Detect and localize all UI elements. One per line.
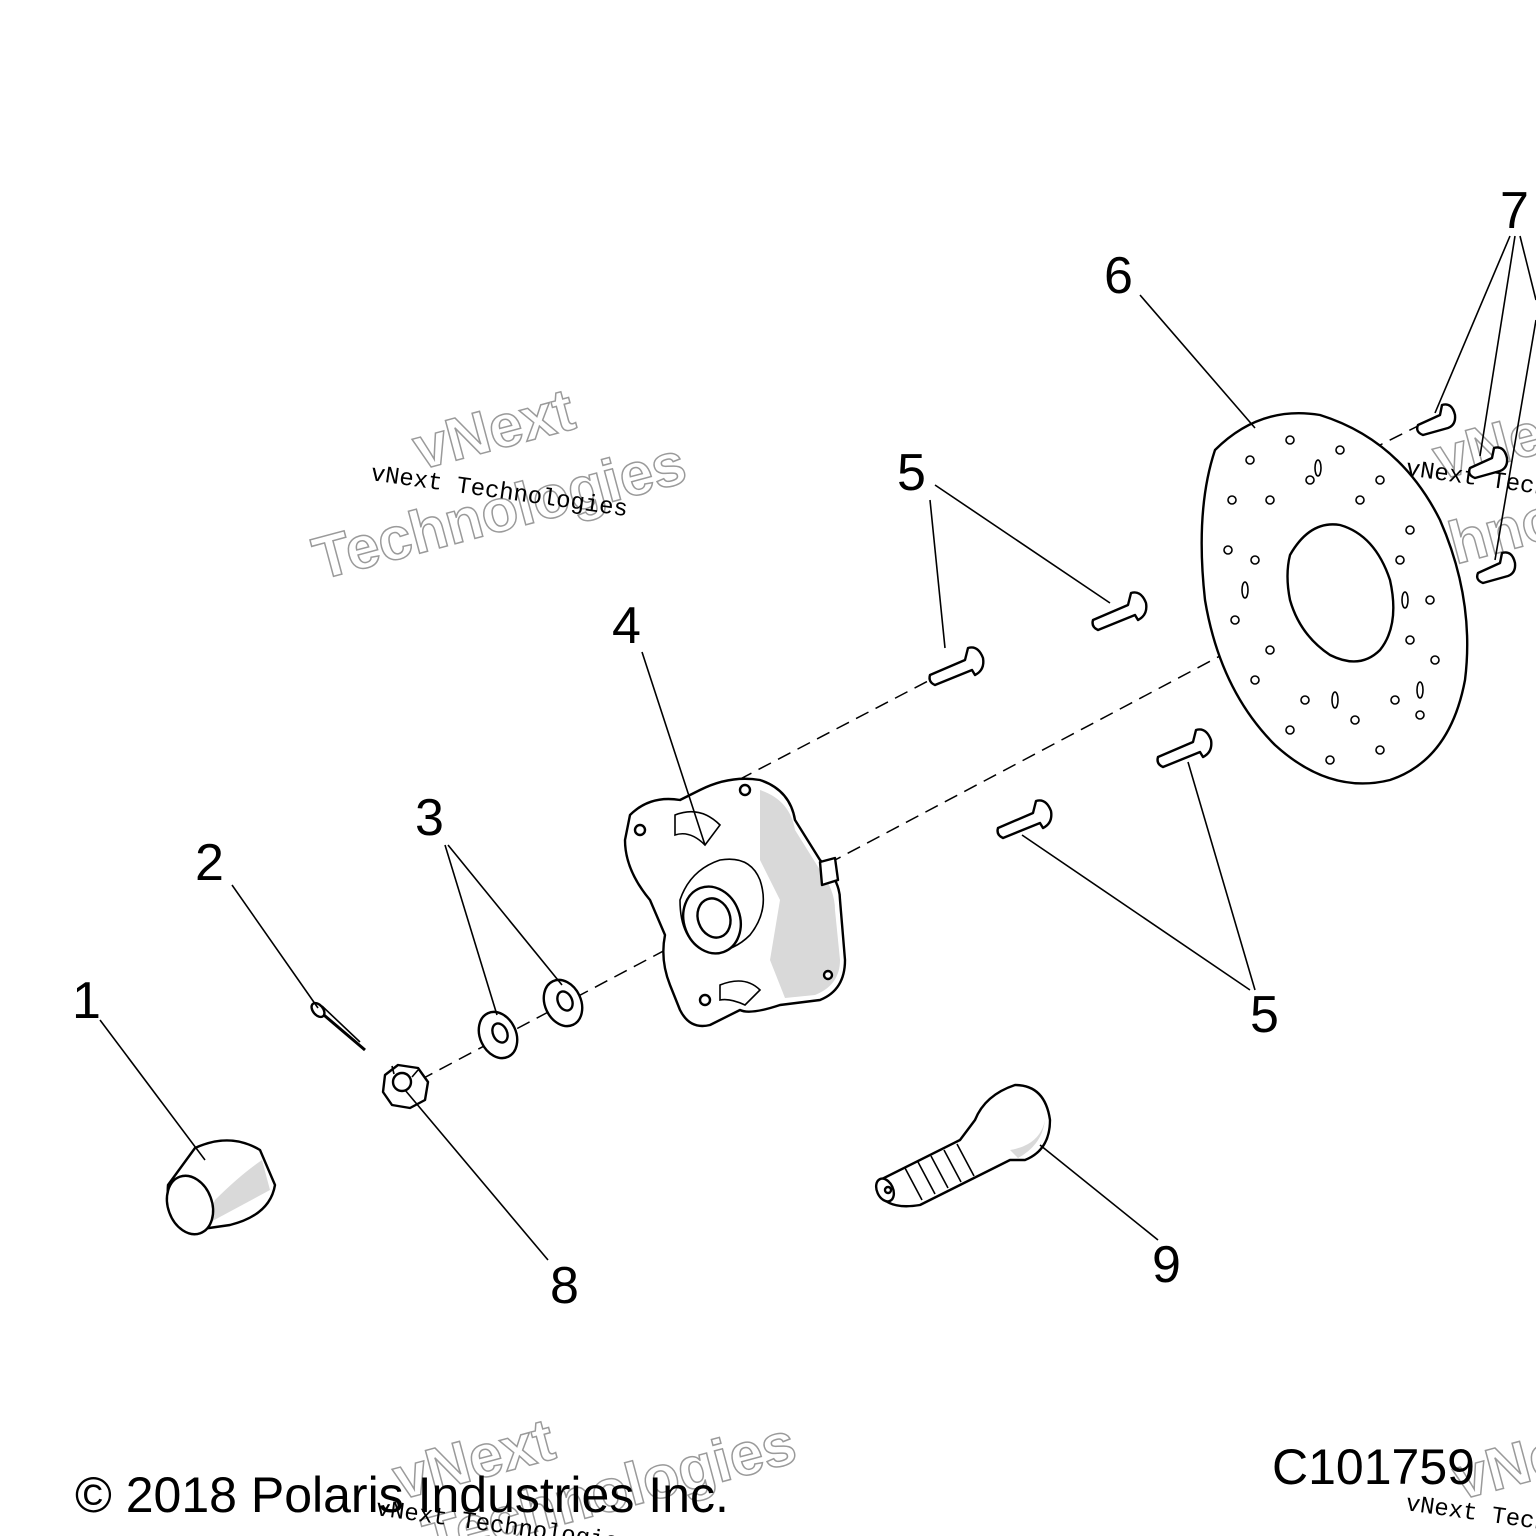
leader-5d: [1187, 761, 1256, 991]
leader-5c: [1021, 834, 1251, 991]
leader-7a: [1434, 235, 1511, 414]
part-brake-rotor: [1200, 411, 1469, 785]
callout-1: 1: [72, 972, 101, 1030]
copyright-text: © 2018 Polaris Industries Inc.: [75, 1467, 729, 1523]
figure-code: C101759: [1272, 1439, 1475, 1495]
watermark-top-left: vNext Technologies vNext Technologies: [305, 375, 693, 594]
leader-8: [404, 1089, 549, 1261]
part-wheel-stud-2: [1091, 591, 1148, 632]
leader-7c: [1519, 235, 1536, 301]
leader-7b: [1479, 235, 1516, 457]
callout-2: 2: [195, 834, 224, 892]
leader-5a: [929, 499, 946, 649]
leader-5b: [934, 484, 1111, 604]
leader-6: [1139, 294, 1256, 429]
part-wheel-stud-4: [1156, 728, 1213, 769]
callout-8: 8: [550, 1257, 579, 1315]
part-wheel-hub: [623, 777, 847, 1028]
part-rotor-bolt-2: [1467, 446, 1509, 480]
leader-3b: [447, 844, 563, 986]
leader-9: [1039, 1144, 1159, 1241]
leader-2: [231, 884, 319, 1009]
callout-9: 9: [1152, 1236, 1181, 1294]
leader-1: [99, 1019, 206, 1161]
part-rotor-bolt-3: [1475, 551, 1517, 585]
leader-7d: [1494, 319, 1536, 561]
leader-3a: [444, 844, 498, 1016]
callout-5-bottom: 5: [1250, 986, 1279, 1044]
axis-line-main: [419, 549, 1421, 1081]
part-castle-nut: [381, 1063, 430, 1110]
callout-3: 3: [415, 789, 444, 847]
part-rotor-bolt-1: [1415, 403, 1457, 437]
callout-7: 7: [1500, 182, 1529, 240]
callout-5-top: 5: [897, 444, 926, 502]
part-hub-cap: [165, 1139, 277, 1236]
callout-4: 4: [612, 597, 641, 655]
leader-4: [641, 651, 706, 846]
part-washer-2: [542, 978, 584, 1028]
part-wheel-stud-3: [996, 799, 1053, 840]
part-wheel-stud-1: [928, 646, 985, 687]
part-cotter-pin: [310, 1001, 366, 1052]
callout-6: 6: [1104, 247, 1133, 305]
part-washer-1: [477, 1010, 519, 1060]
part-axle-shaft: [874, 1083, 1052, 1208]
